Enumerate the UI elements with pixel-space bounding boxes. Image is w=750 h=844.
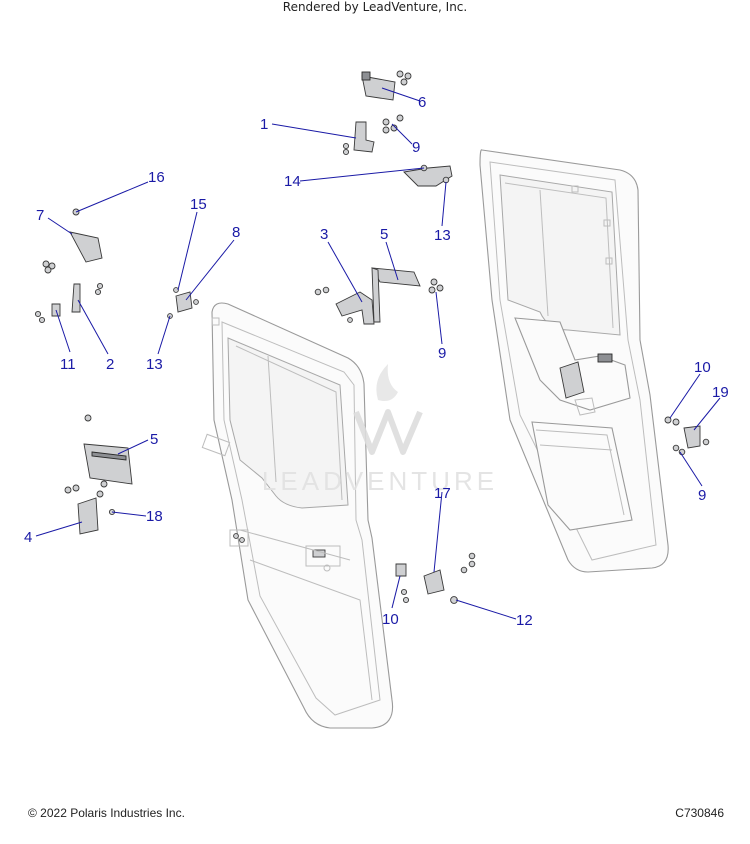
callout-5: 5: [380, 226, 388, 243]
callout-16: 16: [148, 169, 165, 186]
callout-8: 8: [232, 224, 240, 241]
callout-18: 18: [146, 508, 163, 525]
copyright-text: © 2022 Polaris Industries Inc.: [28, 806, 185, 820]
callout-17: 17: [434, 485, 451, 502]
callout-4: 4: [24, 529, 32, 546]
leader-lines: [35, 87, 721, 620]
drawing-number: C730846: [675, 806, 724, 820]
part-14-bracket: [403, 164, 453, 187]
part-8-latch: [167, 287, 199, 319]
part-10-stud-lower: [395, 563, 410, 604]
part-7-bracket: [42, 208, 103, 274]
callout-13: 13: [146, 356, 163, 373]
part-1-hinge: [342, 121, 375, 156]
part-6-upper-hinge-bracket: [361, 70, 412, 101]
watermark-text: LEADVENTURE: [262, 466, 498, 496]
callout-15: 15: [190, 196, 207, 213]
part-4-hinge-bracket: [64, 480, 116, 535]
part-5-strap-lower: [83, 414, 133, 485]
callout-1: 1: [260, 116, 268, 133]
callout-9: 9: [438, 345, 446, 362]
callout-19: 19: [712, 384, 729, 401]
part-9-screws-top: [382, 114, 404, 134]
callout-12: 12: [516, 612, 533, 629]
callout-13: 13: [434, 227, 451, 244]
part-3-hinge-bracket: [314, 286, 375, 325]
rear-door: [479, 149, 669, 573]
exploded-parts-diagram: LEADVENTURE: [24, 70, 729, 729]
callouts: 6 1 9 14 13 3 5 9 16 15 8 13 7 2 11 5 4 …: [24, 94, 729, 629]
callout-7: 7: [36, 207, 44, 224]
callout-6: 6: [418, 94, 426, 111]
part-11-hinge-plate: [34, 303, 61, 324]
part-19-latch-right: [664, 416, 710, 456]
callout-10: 10: [694, 359, 711, 376]
callout-11: 11: [60, 356, 76, 373]
callout-3: 3: [320, 226, 328, 243]
callout-9: 9: [698, 487, 706, 504]
callout-5: 5: [150, 431, 158, 448]
callout-9: 9: [412, 139, 420, 156]
rendered-by-text: Rendered by LeadVenture, Inc.: [282, 0, 468, 14]
leadventure-watermark: LEADVENTURE: [262, 364, 498, 496]
part-17-striker: [423, 552, 476, 595]
callout-2: 2: [106, 356, 114, 373]
part-2-hinge-pin: [71, 282, 104, 313]
callout-14: 14: [284, 173, 301, 190]
callout-10: 10: [382, 611, 399, 628]
front-door: [201, 302, 394, 729]
part-5-strap-upper: [371, 267, 444, 323]
